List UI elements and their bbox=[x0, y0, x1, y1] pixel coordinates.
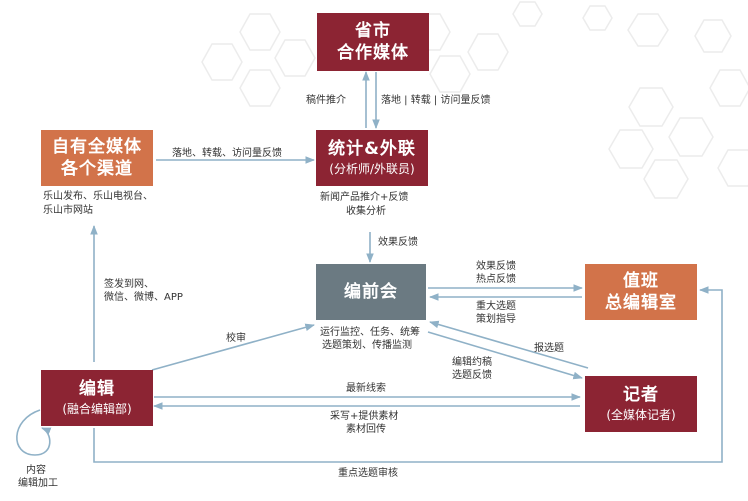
label-edit-order-2: 选题反馈 bbox=[452, 370, 492, 381]
hexagon-decoration bbox=[201, 1, 748, 199]
label-news-product-1: 新闻产品推介+反馈 bbox=[320, 192, 409, 203]
node-editor: 编辑 (融合编辑部) bbox=[41, 370, 153, 426]
node-province-media: 省市 合作媒体 bbox=[317, 13, 429, 71]
label-content-1: 内容 bbox=[26, 465, 46, 476]
label-edit-order-1: 编辑约稿 bbox=[452, 357, 492, 368]
label-publish-2: 微信、微博、APP bbox=[104, 292, 183, 303]
label-news-product-2: 收集分析 bbox=[346, 206, 386, 217]
label-effect-hot-1: 效果反馈 bbox=[476, 261, 516, 272]
node-duty-editor-office: 值班 总编辑室 bbox=[585, 264, 697, 320]
label-ops-2: 选题策划、传播监测 bbox=[322, 340, 412, 351]
label-content-2: 编辑加工 bbox=[18, 478, 58, 489]
node-province-line1: 省市 bbox=[355, 21, 391, 41]
label-latest-clues: 最新线索 bbox=[346, 383, 386, 394]
arrow-editor-self-loop bbox=[16, 409, 52, 456]
node-editor-line1: 编辑 bbox=[79, 379, 115, 399]
label-manuscript-recommend: 稿件推介 bbox=[306, 95, 346, 106]
label-key-topic: 重点选题审核 bbox=[338, 468, 398, 479]
label-major-topic-1: 重大选题 bbox=[476, 301, 516, 312]
label-gather-2: 素材回传 bbox=[346, 424, 386, 435]
label-gather-1: 采写+提供素材 bbox=[330, 411, 399, 422]
node-duty-line1: 值班 bbox=[623, 271, 659, 291]
label-ops-1: 运行监控、任务、统筹 bbox=[320, 327, 420, 338]
label-landing-feedback-mid: 落地、转载、访问量反馈 bbox=[172, 148, 282, 159]
node-stats-outreach: 统计&外联 (分析师/外联员) bbox=[316, 130, 428, 186]
node-preedit-line1: 编前会 bbox=[344, 282, 398, 302]
node-channels-line1: 自有全媒体 bbox=[52, 137, 142, 157]
label-channels-list-1: 乐山发布、乐山电视台、 bbox=[43, 191, 153, 202]
node-own-channels: 自有全媒体 各个渠道 bbox=[41, 130, 153, 186]
node-pre-edit-meeting: 编前会 bbox=[316, 264, 426, 320]
arrow-editor-to-duty bbox=[93, 286, 723, 463]
node-editor-line2: (融合编辑部) bbox=[62, 402, 132, 416]
label-major-topic-2: 策划指导 bbox=[476, 314, 516, 325]
node-province-line2: 合作媒体 bbox=[337, 43, 409, 63]
label-effect-feedback: 效果反馈 bbox=[378, 237, 418, 248]
label-publish-1: 签发到网、 bbox=[104, 279, 154, 290]
node-stats-line1: 统计&外联 bbox=[328, 139, 416, 159]
node-reporter-line2: (全媒体记者) bbox=[606, 408, 676, 422]
node-duty-line2: 总编辑室 bbox=[605, 293, 677, 313]
node-channels-line2: 各个渠道 bbox=[61, 159, 133, 179]
connector-lines bbox=[16, 71, 723, 463]
node-stats-line2: (分析师/外联员) bbox=[329, 162, 415, 176]
label-report-topic: 报选题 bbox=[534, 343, 564, 354]
arrow-editor-to-preedit bbox=[151, 323, 315, 371]
node-reporter: 记者 (全媒体记者) bbox=[585, 376, 697, 432]
arrow-preedit-to-reporter bbox=[427, 331, 583, 380]
label-effect-hot-2: 热点反馈 bbox=[476, 274, 516, 285]
label-review: 校审 bbox=[226, 333, 246, 344]
arrow-reporter-to-preedit bbox=[429, 320, 589, 369]
node-reporter-line1: 记者 bbox=[623, 385, 659, 405]
label-landing-feedback-top: 落地 | 转载 | 访问量反馈 bbox=[381, 95, 491, 106]
label-channels-list-2: 乐山市网站 bbox=[43, 205, 93, 216]
